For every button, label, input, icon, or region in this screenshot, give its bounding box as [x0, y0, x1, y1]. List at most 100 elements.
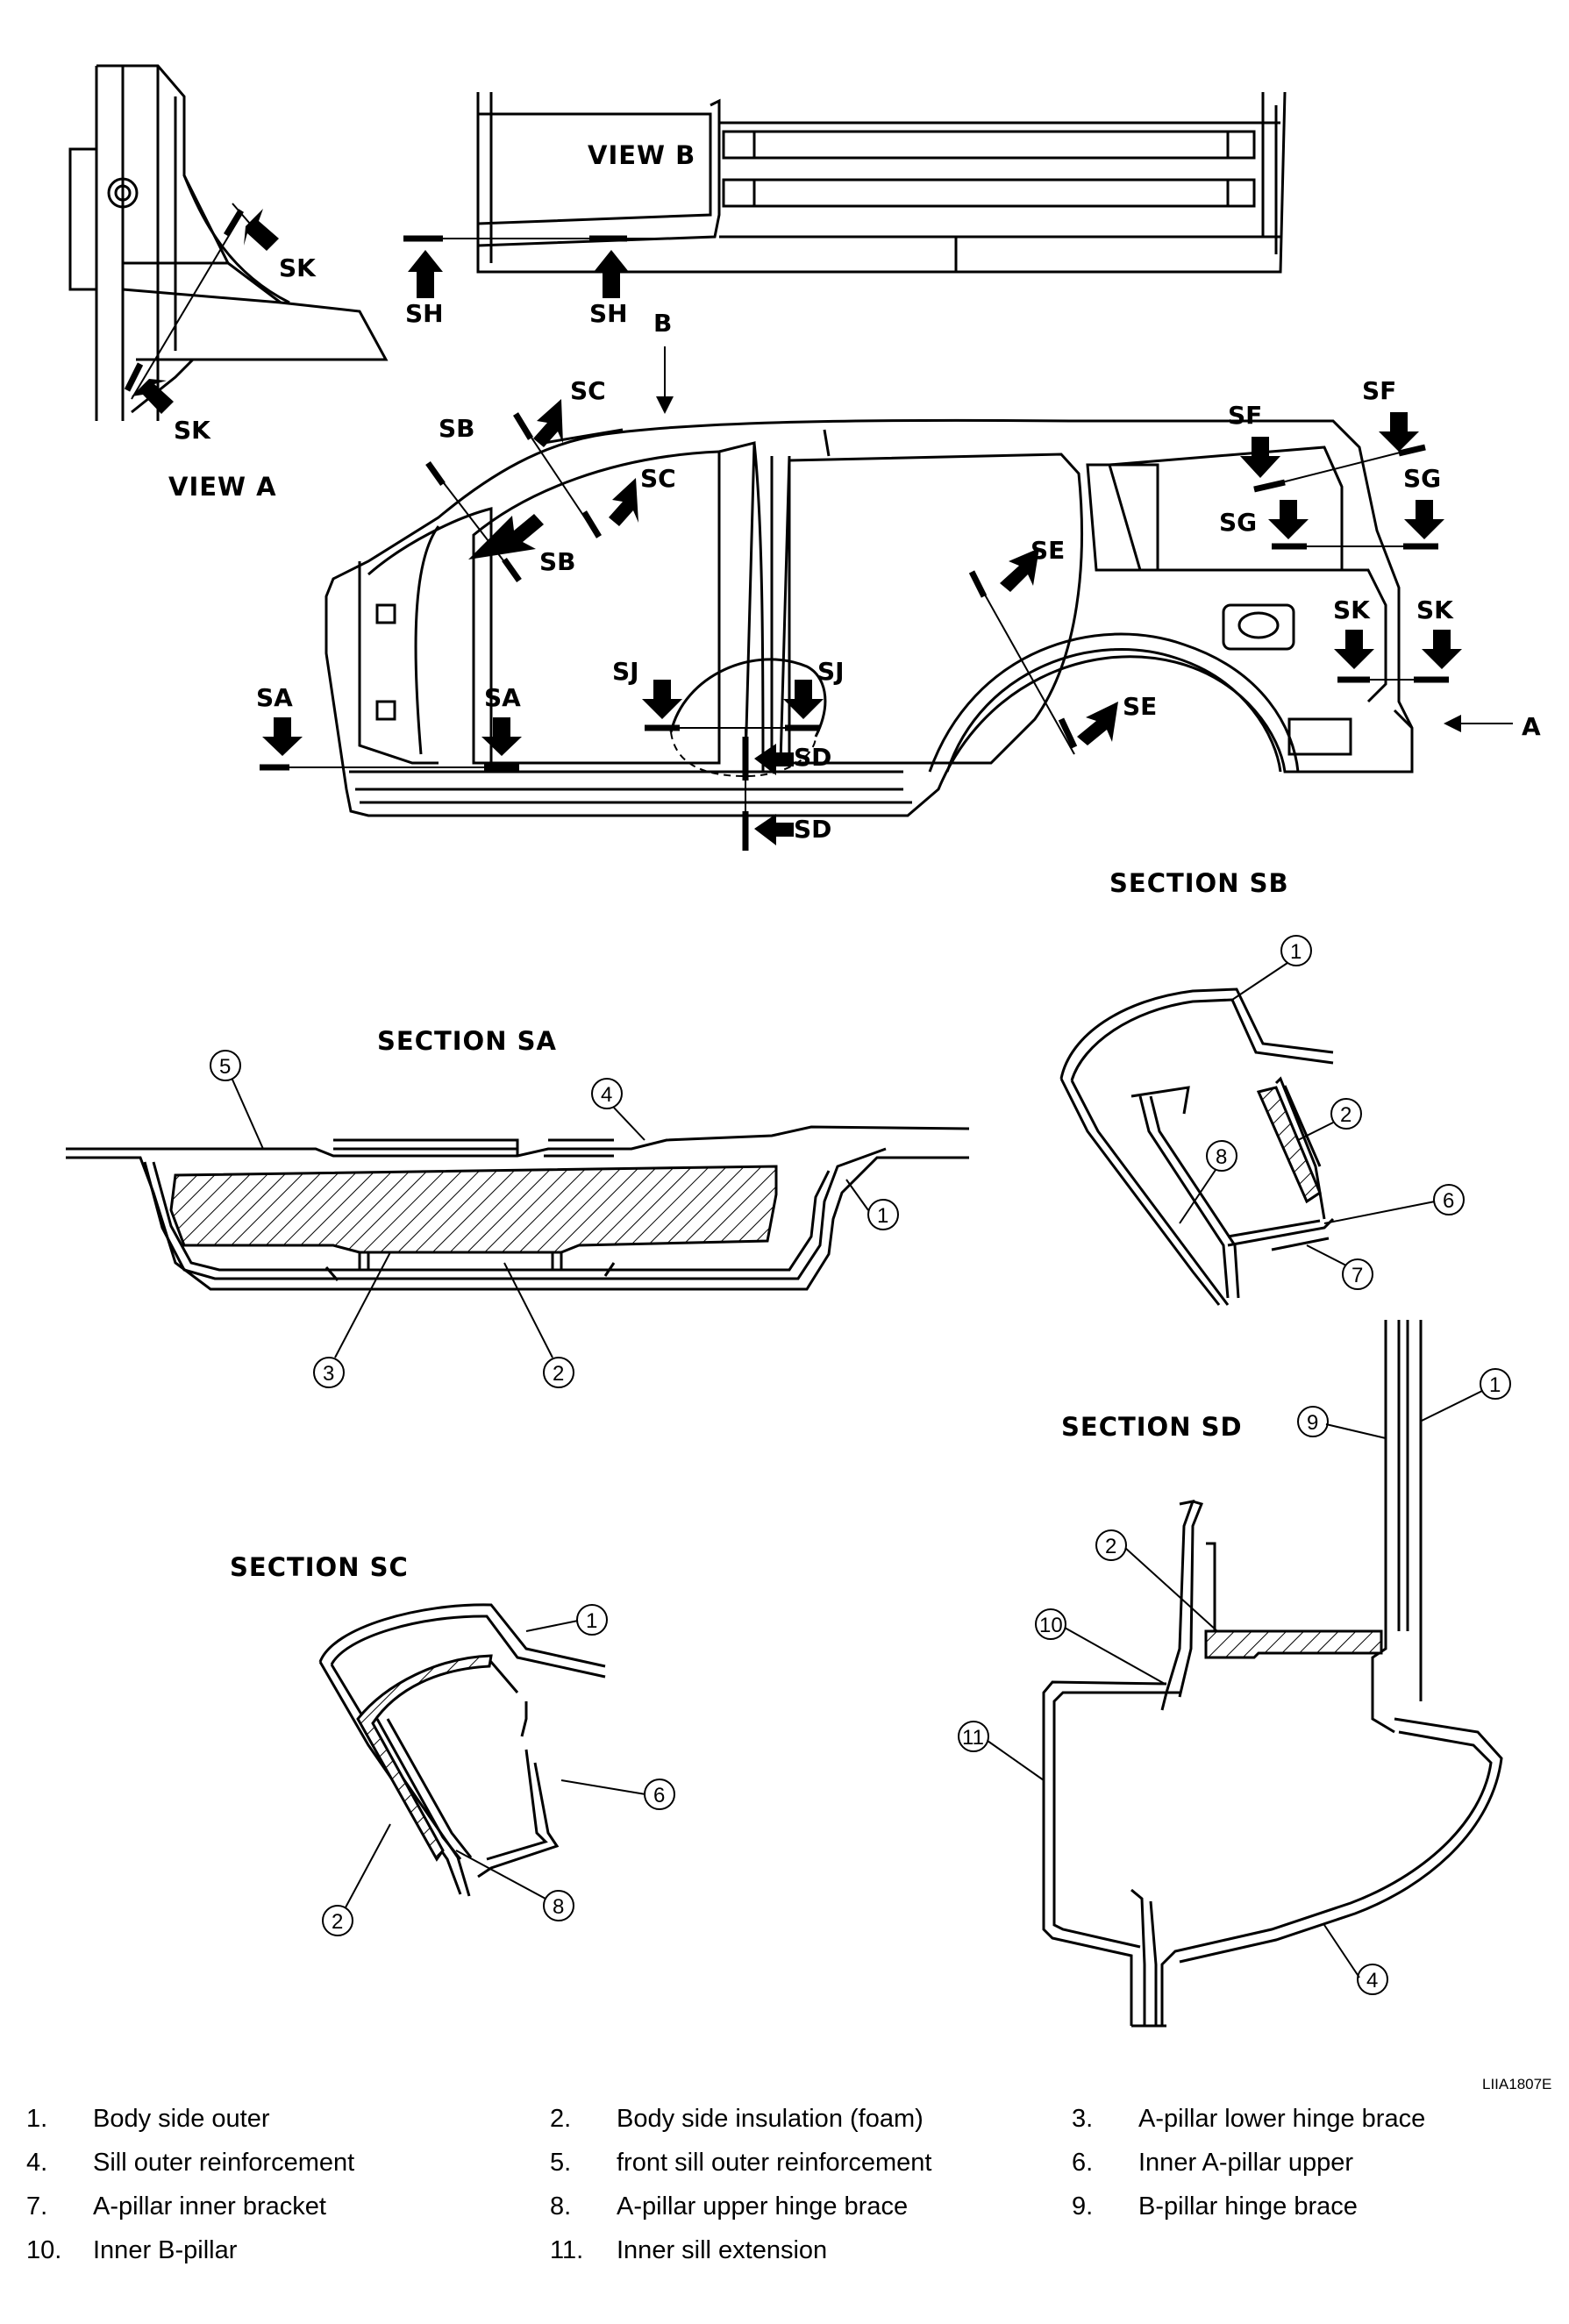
- view-marker-b: B: [653, 309, 672, 338]
- section-sd-title: SECTION SD: [1061, 1412, 1243, 1442]
- section-sb-foam: [1256, 1086, 1322, 1204]
- sf-arrow-icon: [1240, 437, 1280, 478]
- cut-label-sa: SA: [256, 683, 293, 712]
- sk-arrow-icon: [1422, 630, 1462, 669]
- sh-arrow-icon: [594, 250, 629, 298]
- section-sa-callouts: [210, 1050, 899, 1388]
- sd-arrow-icon: [754, 744, 794, 775]
- section-sa-drawing: [66, 1125, 970, 1291]
- callout-8: 8: [553, 1895, 564, 1919]
- callout-3: 3: [323, 1362, 334, 1386]
- legend-item: 11.Inner sill extension: [550, 2236, 828, 2264]
- section-sc-title: SECTION SC: [230, 1552, 409, 1582]
- view-a-drawing: [68, 64, 389, 421]
- cut-label-sa: SA: [484, 683, 521, 712]
- sj-arrow-icon: [783, 680, 824, 719]
- callout-4: 4: [1366, 1969, 1378, 1993]
- section-sb-title: SECTION SB: [1109, 868, 1289, 898]
- sh-arrow-icon: [408, 250, 443, 298]
- callout-2: 2: [553, 1362, 564, 1386]
- cut-label-sk: SK: [1416, 595, 1454, 624]
- cut-label-sk: SK: [1333, 595, 1371, 624]
- legend-row: 10.Inner B-pillar 11.Inner sill extensio…: [26, 2236, 1552, 2280]
- legend-item: 1.Body side outer: [26, 2105, 270, 2133]
- callout-9: 9: [1307, 1411, 1318, 1435]
- callout-2: 2: [1105, 1535, 1116, 1558]
- cut-label-sj: SJ: [817, 657, 845, 686]
- sb-arrow-icon: [468, 514, 544, 560]
- view-b-title: VIEW B: [588, 140, 695, 170]
- cut-label-sc: SC: [640, 464, 676, 493]
- cut-label-sg: SG: [1219, 508, 1257, 537]
- legend-row: 7.A-pillar inner bracket 8.A-pillar uppe…: [26, 2192, 1552, 2236]
- callout-2: 2: [1340, 1103, 1351, 1127]
- callout-1: 1: [1290, 940, 1302, 964]
- sd-arrow-icon: [754, 814, 794, 845]
- legend-item: 6.Inner A-pillar upper: [1072, 2149, 1354, 2177]
- drawing-code: LIIA1807E: [1482, 2076, 1551, 2092]
- cut-label-sd: SD: [794, 743, 831, 772]
- callout-8: 8: [1216, 1145, 1227, 1169]
- sf-arrow-icon: [1379, 412, 1419, 452]
- body-side-drawing: [324, 418, 1414, 817]
- sj-arrow-icon: [642, 680, 682, 719]
- legend-item: 3.A-pillar lower hinge brace: [1072, 2105, 1426, 2133]
- section-sd-callouts: [958, 1368, 1511, 1995]
- cut-label-sk: SK: [279, 253, 317, 282]
- legend-row: 1.Body side outer 2.Body side insulation…: [26, 2105, 1552, 2149]
- callout-2: 2: [332, 1910, 343, 1934]
- legend-item: 8.A-pillar upper hinge brace: [550, 2192, 909, 2221]
- cut-label-se: SE: [1031, 536, 1065, 565]
- sc-arrow-icon: [533, 399, 563, 447]
- view-a-title: VIEW A: [168, 472, 277, 502]
- legend-item: 9.B-pillar hinge brace: [1072, 2192, 1358, 2221]
- legend-item: 5.front sill outer reinforcement: [550, 2149, 932, 2177]
- cut-label-sd: SD: [794, 815, 831, 844]
- cut-label-sh: SH: [589, 299, 628, 328]
- callout-11: 11: [962, 1726, 984, 1750]
- legend-item: 10.Inner B-pillar: [26, 2236, 238, 2264]
- section-sc-foam: [356, 1654, 493, 1862]
- cut-label-sj: SJ: [612, 657, 639, 686]
- section-sa-title: SECTION SA: [377, 1026, 557, 1056]
- callout-5: 5: [219, 1055, 231, 1079]
- legend-item: 4.Sill outer reinforcement: [26, 2149, 355, 2177]
- section-sd-hinge-brace: [1204, 1629, 1383, 1659]
- sa-arrow-icon: [481, 717, 522, 756]
- sk-arrow-icon: [132, 379, 174, 414]
- callout-4: 4: [601, 1083, 612, 1107]
- legend-row: 4.Sill outer reinforcement 5.front sill …: [26, 2149, 1552, 2192]
- callout-6: 6: [1443, 1189, 1454, 1213]
- callout-1: 1: [586, 1609, 597, 1633]
- view-b-drawing: [403, 91, 1287, 274]
- se-arrow-icon: [1000, 548, 1039, 592]
- cut-label-sk: SK: [174, 416, 211, 445]
- legend-item: 2.Body side insulation (foam): [550, 2105, 924, 2133]
- section-arrows: [262, 399, 1462, 845]
- sk-arrow-icon: [1334, 630, 1374, 669]
- sg-arrow-icon: [1404, 500, 1444, 539]
- cut-label-sb: SB: [439, 414, 475, 443]
- callout-1: 1: [1489, 1373, 1501, 1397]
- section-cut-lines: [260, 412, 1449, 851]
- view-markers: [656, 346, 1513, 732]
- sa-arrow-icon: [262, 717, 303, 756]
- se-arrow-icon: [1077, 702, 1118, 745]
- view-a-cut-marks: [124, 209, 279, 414]
- sg-arrow-icon: [1268, 500, 1309, 539]
- cut-label-sh: SH: [405, 299, 444, 328]
- cut-label-sc: SC: [570, 376, 606, 405]
- callout-7: 7: [1351, 1264, 1363, 1287]
- section-sc-callouts: [322, 1604, 675, 1936]
- parts-legend: 1.Body side outer 2.Body side insulation…: [26, 2105, 1552, 2280]
- sc-arrow-icon: [609, 478, 638, 526]
- view-marker-a: A: [1522, 712, 1541, 741]
- callout-6: 6: [653, 1784, 665, 1807]
- section-sb-drawing: [1059, 987, 1335, 1306]
- section-sc-drawing: [318, 1603, 606, 1897]
- sk-arrow-icon: [244, 209, 279, 251]
- section-sa-foam: [169, 1165, 778, 1254]
- cut-label-sb: SB: [539, 547, 576, 576]
- cut-label-sf: SF: [1228, 401, 1262, 430]
